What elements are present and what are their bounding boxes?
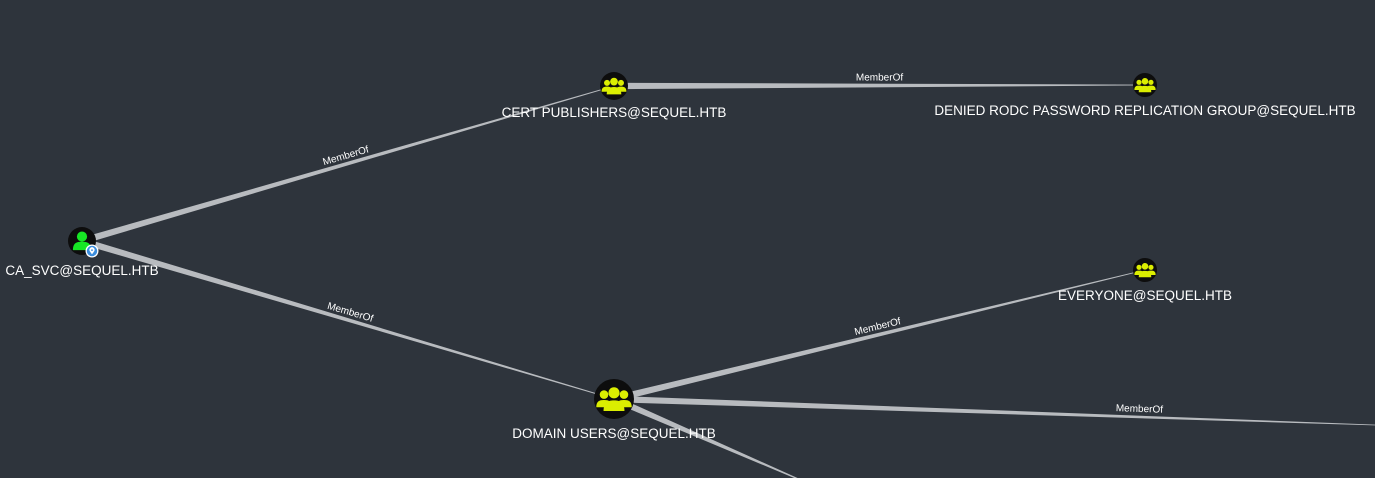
edge-label-memberof: MemberOf bbox=[1116, 403, 1164, 416]
edge-ca-svc-to-domain-users[interactable] bbox=[81, 237, 615, 400]
denied-rodc-label: DENIED RODC PASSWORD REPLICATION GROUP@S… bbox=[934, 103, 1355, 118]
everyone-label: EVERYONE@SEQUEL.HTB bbox=[1058, 288, 1232, 303]
domain-users-disc bbox=[594, 379, 634, 419]
edge-domain-users-to-everyone[interactable] bbox=[613, 269, 1146, 403]
nodes-layer: CA_SVC@SEQUEL.HTB CERT PUBLISHERS@SEQUEL.… bbox=[5, 72, 1356, 441]
everyone-group-node[interactable]: EVERYONE@SEQUEL.HTB bbox=[1058, 258, 1232, 303]
ca-svc-user-node[interactable]: CA_SVC@SEQUEL.HTB bbox=[5, 227, 159, 278]
map-pin-dot bbox=[91, 249, 93, 252]
edge-cert-pub-to-denied-rodc[interactable] bbox=[614, 82, 1145, 90]
edge-domain-users-to-offscreen-bottom[interactable] bbox=[612, 396, 813, 478]
domain-users-label: DOMAIN USERS@SEQUEL.HTB bbox=[512, 426, 716, 441]
cert-pub-label: CERT PUBLISHERS@SEQUEL.HTB bbox=[502, 105, 727, 120]
cert-publishers-group-node[interactable]: CERT PUBLISHERS@SEQUEL.HTB bbox=[502, 72, 727, 120]
everyone-disc bbox=[1133, 258, 1157, 282]
edge-ca-svc-to-cert-pub[interactable] bbox=[81, 85, 615, 245]
denied-rodc-group-node[interactable]: DENIED RODC PASSWORD REPLICATION GROUP@S… bbox=[934, 73, 1356, 118]
ca-svc-label: CA_SVC@SEQUEL.HTB bbox=[5, 263, 158, 278]
cert-pub-disc bbox=[600, 72, 628, 100]
edge-label-memberof: MemberOf bbox=[856, 72, 903, 83]
domain-users-group-node[interactable]: DOMAIN USERS@SEQUEL.HTB bbox=[512, 379, 716, 441]
denied-rodc-disc bbox=[1133, 73, 1157, 97]
edge-domain-users-to-offscreen-right[interactable] bbox=[613, 395, 1375, 426]
